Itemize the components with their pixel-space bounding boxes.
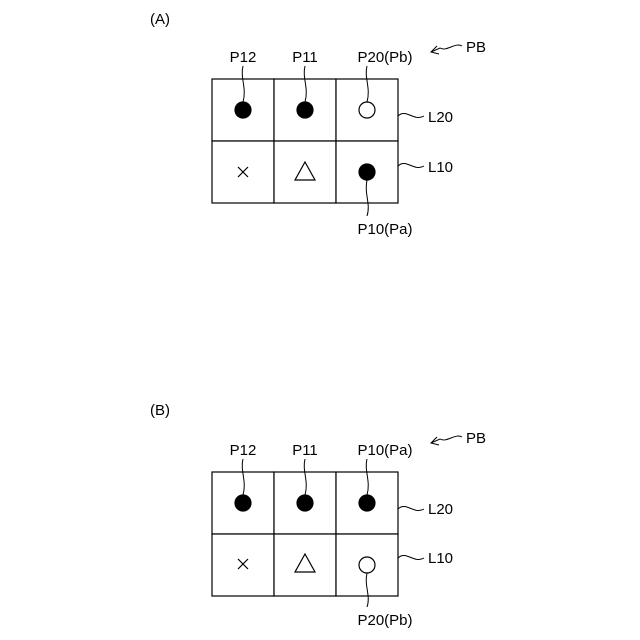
panel-b-bottom-label: P20(Pb) [357, 612, 412, 629]
panel-b-col2-label: P11 [292, 442, 318, 459]
panel-b-row1-label: L20 [428, 501, 453, 518]
panel-b-row2-label: L10 [428, 550, 453, 567]
panel-a-board-label: PB [466, 39, 486, 56]
panel-a-row2-leader [398, 163, 424, 167]
panel-b-label: (B) [150, 402, 170, 419]
panel-a-col2-label: P11 [292, 49, 318, 66]
panel-a-row1-leader [398, 113, 424, 117]
panel-b-col1-label: P12 [230, 442, 257, 459]
panel-b: (B) PB P12 P11 P10(Pa) L20 [150, 402, 486, 629]
filled-circle-marker [297, 495, 313, 511]
panel-b-board-arrow [431, 436, 462, 443]
open-circle-marker [359, 557, 375, 573]
open-circle-marker [359, 102, 375, 118]
panel-a-label: (A) [150, 11, 170, 28]
panel-b-cell [212, 534, 274, 596]
filled-circle-marker [297, 102, 313, 118]
filled-circle-marker [235, 495, 251, 511]
panel-b-row1-leader [398, 506, 424, 510]
filled-circle-marker [359, 495, 375, 511]
panel-b-board-label: PB [466, 430, 486, 447]
filled-circle-marker [359, 164, 375, 180]
panel-a-col1-label: P12 [230, 49, 257, 66]
panel-a-bottom-label: P10(Pa) [357, 221, 412, 238]
panel-a: (A) PB P12 P11 P20(Pb) L20 [150, 11, 486, 238]
panel-a-board-arrow [431, 45, 462, 52]
filled-circle-marker [235, 102, 251, 118]
panel-b-col3-label: P10(Pa) [357, 442, 412, 459]
panel-a-row2-label: L10 [428, 159, 453, 176]
panel-a-row1-label: L20 [428, 109, 453, 126]
panel-b-row2-leader [398, 555, 424, 559]
panel-a-col3-label: P20(Pb) [357, 49, 412, 66]
